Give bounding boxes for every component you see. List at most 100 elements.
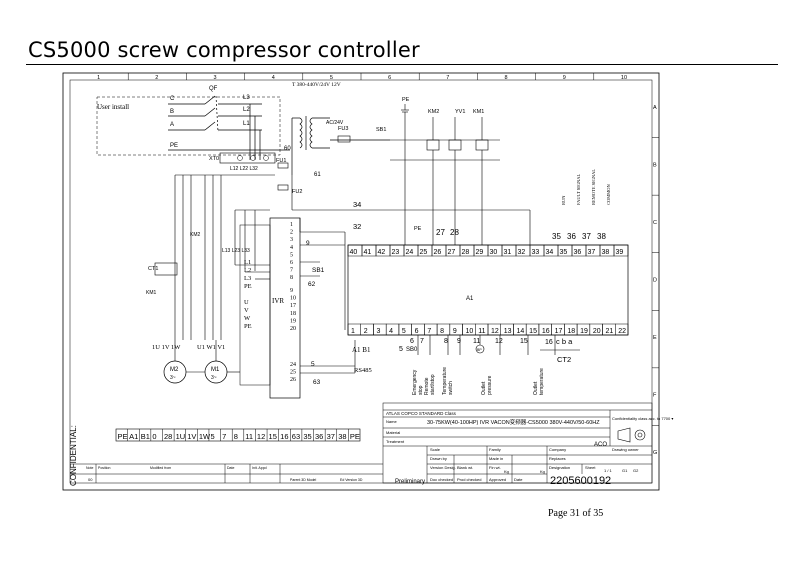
terminal-strip-cell: PE — [118, 432, 128, 441]
a1-top-terminal: 40 — [350, 249, 358, 256]
scale-label: Scale — [430, 447, 441, 452]
output-terminal: 37 — [582, 232, 591, 241]
date-label: Date — [514, 477, 523, 482]
name-label: Name — [386, 419, 397, 424]
a1-label: A1 — [466, 296, 474, 302]
treatment-label: Treatment — [386, 439, 405, 444]
a1-top-terminal: 39 — [616, 249, 624, 256]
a1-top-terminal: 30 — [490, 249, 498, 256]
ivr-terminal-label: 9 — [290, 288, 293, 294]
sb1-top-label: SB1 — [376, 127, 386, 133]
a1-top-terminal: 32 — [518, 249, 526, 256]
a1-bottom-terminal: 19 — [580, 328, 588, 335]
projection-symbol — [617, 427, 646, 443]
conf-class: Confidentiality class acc. to 7700 ▾ — [612, 416, 673, 421]
a1-bottom-terminal: 2 — [364, 328, 368, 335]
a1-top-terminal: 25 — [420, 249, 428, 256]
replaces-label: Replaces — [549, 456, 566, 461]
terminal-strip-cell: 36 — [315, 432, 323, 441]
s9-label: 9 — [457, 338, 461, 345]
ivr-terminal-label: 1 — [290, 222, 293, 228]
ivr-terminal-label: 20 — [290, 326, 296, 332]
user-install-label: User install — [97, 103, 129, 111]
a1-bottom-cell — [615, 323, 629, 336]
a1-top-terminal: 29 — [476, 249, 484, 256]
a1-top-terminal: 37 — [588, 249, 596, 256]
a1-bottom-terminal: 16 — [542, 328, 550, 335]
blank-wt-label: Blank wt. — [457, 465, 473, 470]
row-marker: E — [653, 335, 657, 341]
ivr-terminal-label: 7 — [290, 268, 293, 274]
ivr-terminal-label: 25 — [290, 370, 296, 376]
num-9: 9 — [306, 240, 310, 247]
sensor-label: Outlet — [533, 381, 539, 395]
aco-label: ACO — [594, 442, 607, 448]
phase-b: B — [170, 109, 174, 115]
terminal-strip-cell: 35 — [303, 432, 311, 441]
wire-34: 34 — [353, 200, 361, 209]
terminal-strip-cell: B1 — [141, 432, 150, 441]
sensor-label: Emergency — [412, 369, 418, 395]
wire-32: 32 — [353, 222, 361, 231]
s16-label: 16 — [545, 339, 553, 346]
sheet-g1: G1 — [622, 468, 628, 473]
confidential-label: CONFIDENTIAL: — [69, 425, 78, 486]
fu2-fuse — [277, 184, 289, 191]
num-60: 60 — [284, 146, 291, 152]
phase-a: A — [170, 122, 174, 128]
sb-small-label: SB0 — [406, 347, 418, 353]
drawn-by-label: Drawn by — [430, 456, 447, 461]
column-marker: 2 — [155, 75, 158, 81]
transformer-label: T 380-440V/24V 12V — [292, 82, 341, 88]
terminal-strip-cell: A1 — [129, 432, 138, 441]
a1-bottom-terminal: 13 — [504, 328, 512, 335]
a1-top-terminal: 34 — [546, 249, 554, 256]
terminal-strip-cell: 16 — [280, 432, 288, 441]
num-61: 61 — [314, 172, 321, 178]
supply-phases — [168, 103, 290, 151]
ivr-input-label: PE — [244, 283, 252, 290]
row-marker: D — [653, 278, 657, 284]
ivr-terminal-label: 4 — [290, 245, 293, 251]
row-marker: F — [653, 393, 657, 399]
a1-bottom-terminal: 10 — [466, 328, 474, 335]
terminal-strip-cell: 1W — [199, 432, 211, 441]
xt0-terminals — [237, 155, 269, 161]
a1-bottom-terminal: 15 — [529, 328, 537, 335]
sb1-mid-label: SB1 — [312, 267, 325, 274]
xt0-block — [219, 152, 276, 164]
a1-b1-label: A1 B1 — [352, 346, 371, 354]
sensor-label: pressure — [487, 375, 493, 395]
sb-6-label: 6 — [410, 338, 414, 345]
m2-phase: 3~ — [170, 375, 176, 381]
sensor-label: stop — [418, 385, 424, 395]
init-appd-label: Init. Appd — [252, 466, 267, 470]
page-title: CS5000 screw compressor controller — [28, 38, 420, 62]
a1-top-terminal: 38 — [602, 249, 610, 256]
install-boundary — [96, 96, 281, 156]
km2-left-label: KM2 — [190, 232, 201, 238]
drawing-owner-label: Drawing owner — [612, 447, 639, 452]
pe-27-label: 27 — [436, 228, 445, 237]
pe-line: PE — [170, 143, 178, 149]
a1-bottom-terminal: 14 — [516, 328, 524, 335]
l3-label: L3 — [243, 95, 250, 101]
v-ac-label: AC/24V — [326, 120, 344, 126]
ivr-terminal-label: 17 — [290, 303, 296, 309]
output-terminal: 36 — [567, 232, 576, 241]
coil-boxes — [390, 112, 500, 245]
control-wires — [291, 175, 531, 330]
a1-bottom-terminal: 8 — [440, 328, 444, 335]
ivr-output-label: PE — [244, 323, 252, 330]
ivr-input-label: L2 — [244, 267, 251, 274]
fin-wt-kg: Kg — [540, 469, 545, 474]
output-signal-label: REMOTE SIGNAL — [591, 169, 596, 205]
output-signal-label: COMMON — [606, 183, 611, 205]
name-value: 30-75KW(40-100HP) IVR VACON变频器-CS5000 38… — [427, 418, 600, 426]
terminal-strip-cell: 11 — [245, 432, 253, 441]
sb1-switch-wires — [300, 244, 356, 374]
ivr-terminal-label: 26 — [290, 377, 296, 383]
terminal-strip-cell: 15 — [269, 432, 277, 441]
